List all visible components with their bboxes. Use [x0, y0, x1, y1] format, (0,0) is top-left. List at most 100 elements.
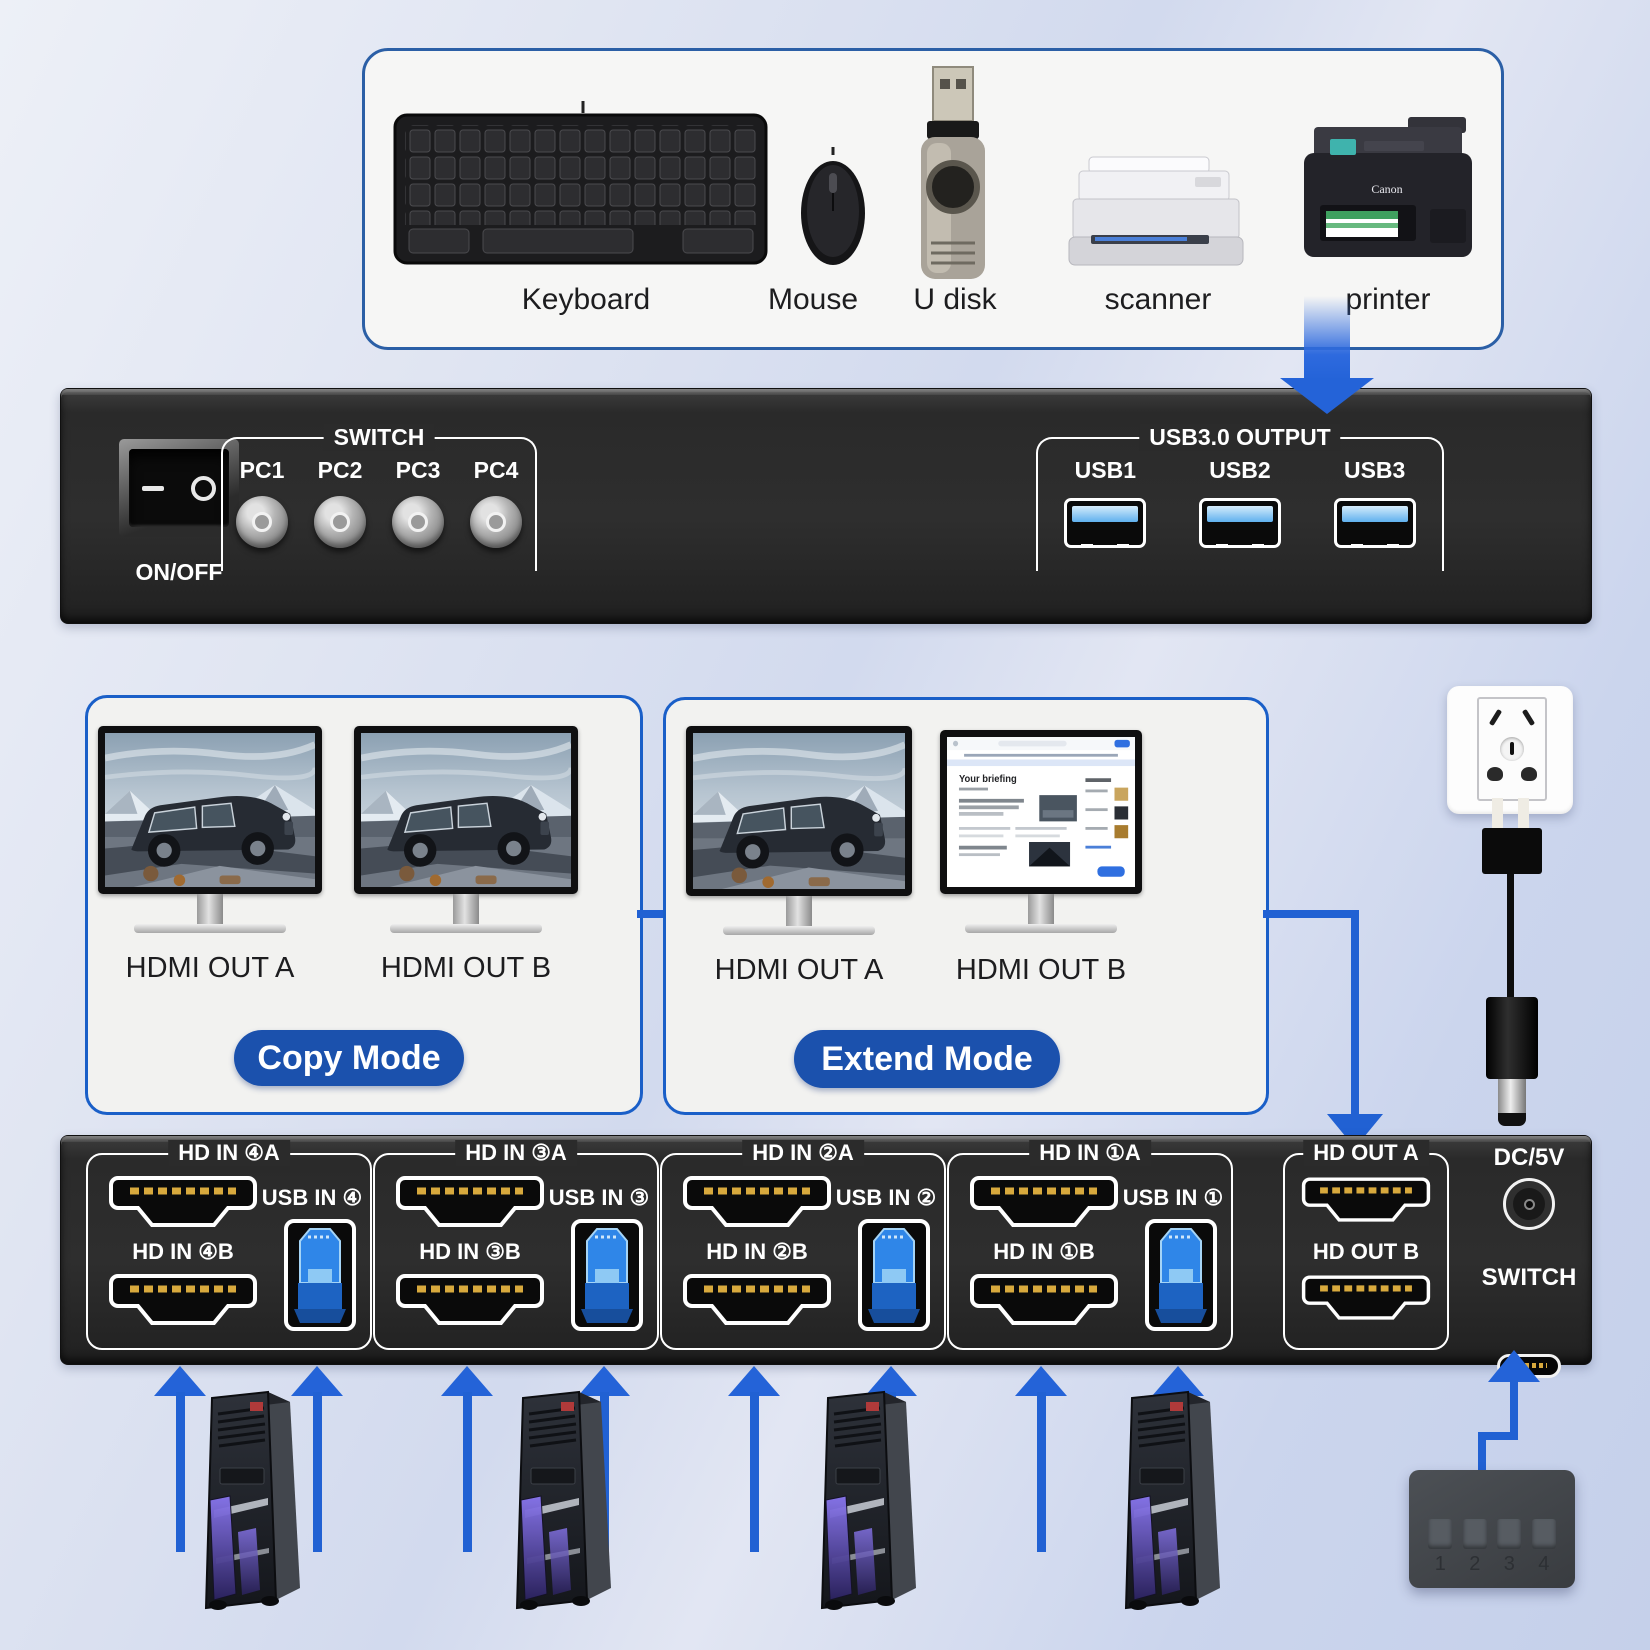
pc-tower-2: [515, 1390, 613, 1610]
hd-in-3b-label: HD IN ③B: [419, 1239, 521, 1264]
connector-line: [1351, 910, 1359, 1116]
remote-button-3-label: 3: [1503, 1553, 1515, 1575]
usb1-label: USB1: [1074, 457, 1136, 483]
remote-button-1-label: 1: [1434, 1553, 1446, 1575]
monitor: Your briefing: [940, 730, 1142, 933]
connector-line: [1478, 1432, 1486, 1474]
input-group-2: HD IN ②A USB IN ② HD IN ②B: [660, 1140, 946, 1350]
pc3-label: PC3: [395, 457, 441, 483]
printer-icon: Canon: [1304, 117, 1472, 257]
news-heading: Your briefing: [959, 774, 1017, 785]
hdmi-port-icon: [969, 1175, 1119, 1229]
hdmi-port-icon: [682, 1175, 832, 1229]
copy-mode-box: HDMI OUT A HDMI OUT B Copy Mode: [85, 695, 643, 1115]
monitor: [354, 726, 578, 933]
hdmi-port-icon: [395, 1273, 545, 1327]
hd-in-1b-label: HD IN ①B: [993, 1239, 1095, 1264]
hd-in-2a-label: HD IN ②A: [742, 1140, 864, 1166]
monitor-screen-car: [693, 733, 905, 889]
input-group-1: HD IN ①A USB IN ① HD IN ①B: [947, 1140, 1233, 1350]
remote-button-2: [1462, 1519, 1487, 1549]
pc-tower-4: [1124, 1390, 1222, 1610]
printer-brand: Canon: [1371, 182, 1402, 196]
usb-b-port-icon: [1145, 1219, 1217, 1331]
extend-mode-badge: Extend Mode: [794, 1030, 1060, 1088]
hd-out-b-label: HD OUT B: [1312, 1239, 1420, 1264]
input-group-3: HD IN ③A USB IN ③ HD IN ③B: [373, 1140, 659, 1350]
hdmi-port-icon: [682, 1273, 832, 1327]
hdmi-port-icon: [969, 1273, 1119, 1327]
arrow-up-head-icon: [291, 1366, 343, 1396]
arrow-up-head-icon: [728, 1366, 780, 1396]
hd-in-4a-label: HD IN ④A: [168, 1140, 290, 1166]
copy-hdmi-out-a-label: HDMI OUT A: [125, 952, 295, 984]
power-adapter: [1482, 828, 1542, 874]
kvm-front-panel: ON/OFF SWITCH PC1 PC2 PC3 PC4: [60, 388, 1592, 624]
hd-in-1a-label: HD IN ①A: [1029, 1140, 1151, 1166]
pc1-label: PC1: [239, 457, 285, 483]
monitor-screen-car: [361, 733, 571, 887]
hd-in-2b-label: HD IN ②B: [706, 1239, 808, 1264]
dc-barrel-tip-ring: [1498, 1113, 1526, 1126]
connector-line: [313, 1392, 322, 1552]
hdmi-port-icon: [108, 1273, 258, 1327]
arrow-up-head-icon: [865, 1366, 917, 1396]
rocker-on-mark: [142, 485, 165, 491]
power-label: ON/OFF: [135, 559, 223, 585]
kvm-back-panel: HD IN ④A USB IN ④ HD IN ④B HD IN ③A USB …: [60, 1135, 1592, 1378]
usb-b-port-icon: [571, 1219, 643, 1331]
usb1-port-icon: [1064, 498, 1147, 548]
usb2-port-icon: [1198, 498, 1281, 548]
arrow-down-icon: [1304, 296, 1350, 380]
peripheral-label-scanner: scanner: [1104, 283, 1212, 316]
hd-in-4b-label: HD IN ④B: [132, 1239, 234, 1264]
peripherals-box: Canon Keyboard Mouse U disk scanner prin…: [362, 48, 1504, 350]
hdmi-port-icon: [108, 1175, 258, 1229]
usb-b-port-icon: [284, 1219, 356, 1331]
usb-flash-drive-icon: [921, 66, 985, 279]
mouse-icon: [801, 147, 865, 265]
peripheral-label-keyboard: Keyboard: [521, 283, 651, 316]
input-group-4: HD IN ④A USB IN ④ HD IN ④B: [86, 1140, 372, 1350]
usb2-label: USB2: [1209, 457, 1271, 483]
hd-in-3a-label: HD IN ③A: [455, 1140, 577, 1166]
pc1-select-button: [236, 496, 288, 548]
monitor: [686, 726, 912, 935]
switch-port-label: SWITCH: [1481, 1264, 1577, 1291]
remote-button-4: [1531, 1519, 1556, 1549]
usb-in-1-label: USB IN ①: [1122, 1185, 1224, 1210]
usb3-port-icon: [1333, 498, 1416, 548]
copy-hdmi-out-b-label: HDMI OUT B: [380, 952, 552, 984]
scanner-icon: [1068, 156, 1244, 266]
peripheral-label-mouse: Mouse: [767, 283, 859, 316]
remote-button-4-label: 4: [1538, 1553, 1550, 1575]
connector-line: [1478, 1432, 1518, 1440]
arrow-up-head-icon: [154, 1366, 206, 1396]
arrow-up-head-icon: [1015, 1366, 1067, 1396]
usb-output-section: USB3.0 OUTPUT USB1 USB2 USB3: [1036, 424, 1444, 571]
hdmi-port-icon: [1301, 1175, 1431, 1225]
connector-line: [1510, 1380, 1518, 1440]
arrow-up-head-icon: [1488, 1350, 1540, 1382]
peripheral-label-udisk: U disk: [913, 283, 997, 316]
arrow-up-head-icon: [441, 1366, 493, 1396]
usb-in-3-label: USB IN ③: [548, 1185, 650, 1210]
usb-in-2-label: USB IN ②: [835, 1185, 937, 1210]
pc3-select-button: [392, 496, 444, 548]
hd-out-a-label: HD OUT A: [1303, 1140, 1429, 1166]
monitor-screen-news: Your briefing: [947, 737, 1135, 887]
dc-barrel-connector: [1486, 997, 1538, 1079]
plug-prong: [1518, 798, 1529, 832]
copy-mode-badge: Copy Mode: [234, 1030, 464, 1086]
pc-tower-1: [204, 1390, 302, 1610]
peripheral-label-printer: printer: [1345, 283, 1431, 316]
extend-hdmi-out-a-label: HDMI OUT A: [714, 954, 884, 986]
pc4-label: PC4: [473, 457, 519, 483]
output-group: HD OUT A HD OUT B: [1283, 1140, 1449, 1350]
connector-line: [176, 1392, 185, 1552]
arrow-up-head-icon: [1152, 1366, 1204, 1396]
pc-tower-3: [820, 1390, 918, 1610]
power-cable: [1507, 874, 1514, 997]
connector-line: [1037, 1392, 1046, 1552]
